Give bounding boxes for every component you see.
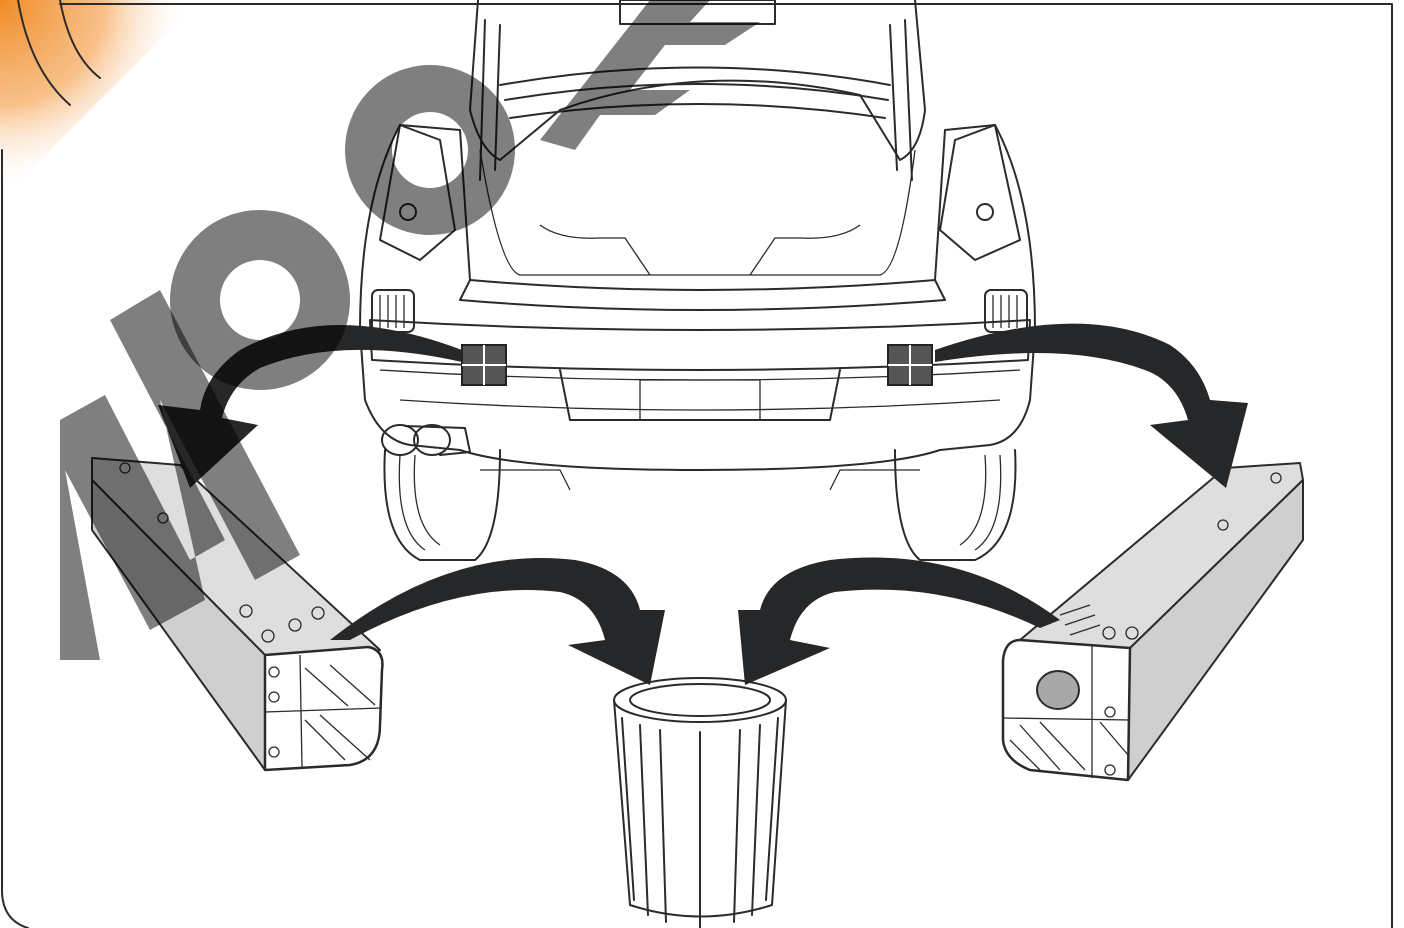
corner-arc-outer	[17, 0, 71, 106]
corner-accent	[0, 0, 200, 200]
vent-right	[984, 289, 1028, 333]
wheel-left	[383, 449, 501, 561]
beam-end-hole	[1036, 670, 1080, 710]
watermark-stamp	[60, 0, 760, 660]
frame-border	[1, 3, 1393, 928]
corner-arc-inner	[59, 0, 101, 79]
arrow-left-beam-to-bin	[330, 557, 665, 685]
trunk-lid-hinge-right	[889, 19, 913, 181]
arrow-car-to-right-beam	[935, 323, 1248, 488]
vent-left	[371, 289, 415, 333]
arrow-right-beam-to-bin	[738, 557, 1060, 685]
disposal-bin	[613, 677, 787, 928]
wheel-right	[894, 449, 1017, 561]
rear-bumper	[369, 319, 1031, 371]
tail-light-right	[939, 124, 1021, 261]
